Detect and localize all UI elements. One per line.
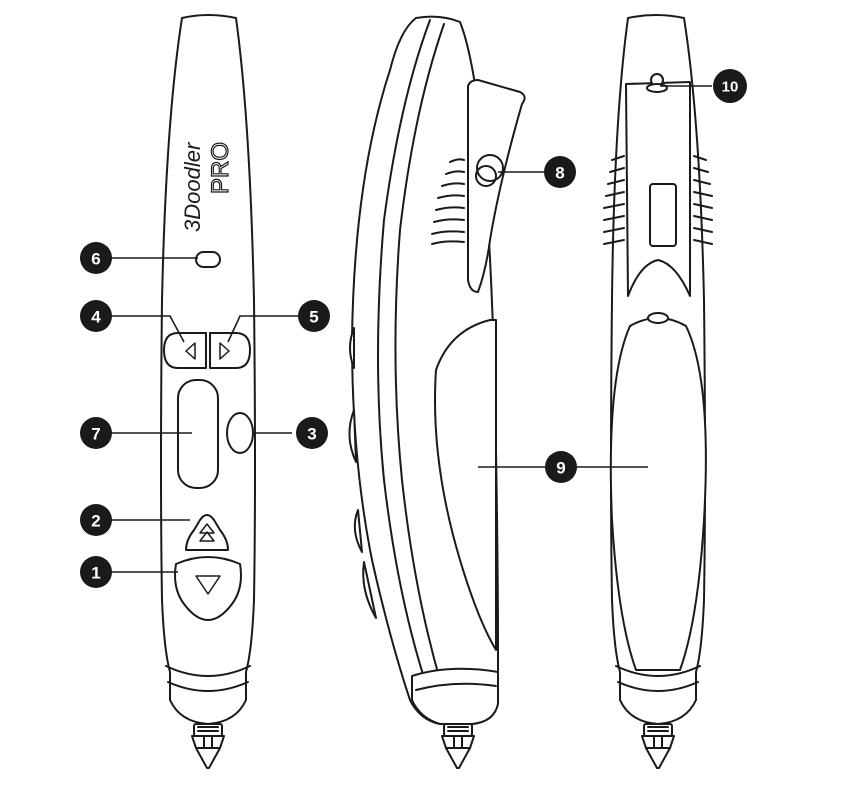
side-collar: [411, 667, 499, 725]
back-collar-line: [615, 665, 701, 677]
side-filament-cover: [434, 319, 497, 651]
callout-6: 6: [80, 242, 112, 274]
left-button: [163, 332, 207, 369]
callout-5-label: 5: [309, 308, 318, 327]
front-body-outline: [160, 14, 256, 725]
front-collar-line: [165, 665, 251, 677]
leader-5: [227, 315, 298, 343]
front-nozzle: [191, 723, 225, 769]
pocket-clip: [467, 79, 526, 293]
status-led: [195, 251, 221, 268]
pen-front-view: 3Doodler PRO: [160, 14, 256, 769]
back-cover-tab: [647, 312, 669, 324]
back-nozzle: [641, 723, 675, 769]
side-nozzle: [441, 723, 475, 769]
callout-8-label: 8: [555, 164, 564, 183]
double-up-button: [185, 514, 229, 551]
back-vents-left: [603, 155, 625, 245]
callout-10: 10: [713, 69, 747, 103]
back-collar-line-2: [617, 681, 699, 692]
down-button: [174, 556, 242, 621]
back-window: [649, 183, 677, 247]
side-collar-line: [415, 682, 497, 691]
logo-model-text: PRO: [207, 142, 234, 194]
right-button: [209, 332, 251, 369]
callout-6-label: 6: [91, 250, 100, 269]
leader-lines: [110, 85, 712, 573]
pen-back-view: [603, 14, 713, 769]
side-bump-4: [362, 561, 377, 619]
callout-2: 2: [80, 504, 112, 536]
callout-4: 4: [80, 300, 112, 332]
back-filament-cover: [609, 317, 707, 671]
side-bump-2: [348, 409, 357, 463]
callout-9: 9: [545, 451, 577, 483]
callout-10-label: 10: [722, 79, 739, 96]
side-vents: [431, 158, 465, 245]
side-contour-1: [377, 19, 431, 691]
callout-5: 5: [298, 300, 330, 332]
pen-side-view: [348, 15, 526, 769]
brand-logo: 3Doodler PRO: [180, 141, 235, 232]
callout-8: 8: [544, 156, 576, 188]
callout-2-label: 2: [91, 512, 100, 531]
callout-1: 1: [80, 556, 112, 588]
callout-3: 3: [296, 417, 328, 449]
callout-4-label: 4: [91, 308, 101, 327]
side-contour-2: [394, 23, 445, 681]
side-bump-1: [349, 327, 355, 369]
callout-7-label: 7: [91, 425, 100, 444]
callout-3-label: 3: [307, 425, 316, 444]
main-display-panel: [177, 379, 219, 489]
front-collar-line-2: [167, 681, 249, 692]
callout-7: 7: [80, 417, 112, 449]
callout-1-label: 1: [91, 564, 100, 583]
side-bump-3: [353, 509, 363, 553]
logo-brand-text: 3Doodler: [180, 141, 205, 232]
back-vents-right: [693, 155, 713, 245]
callout-9-label: 9: [556, 459, 565, 478]
leader-4: [110, 315, 185, 343]
small-side-button: [226, 412, 254, 454]
